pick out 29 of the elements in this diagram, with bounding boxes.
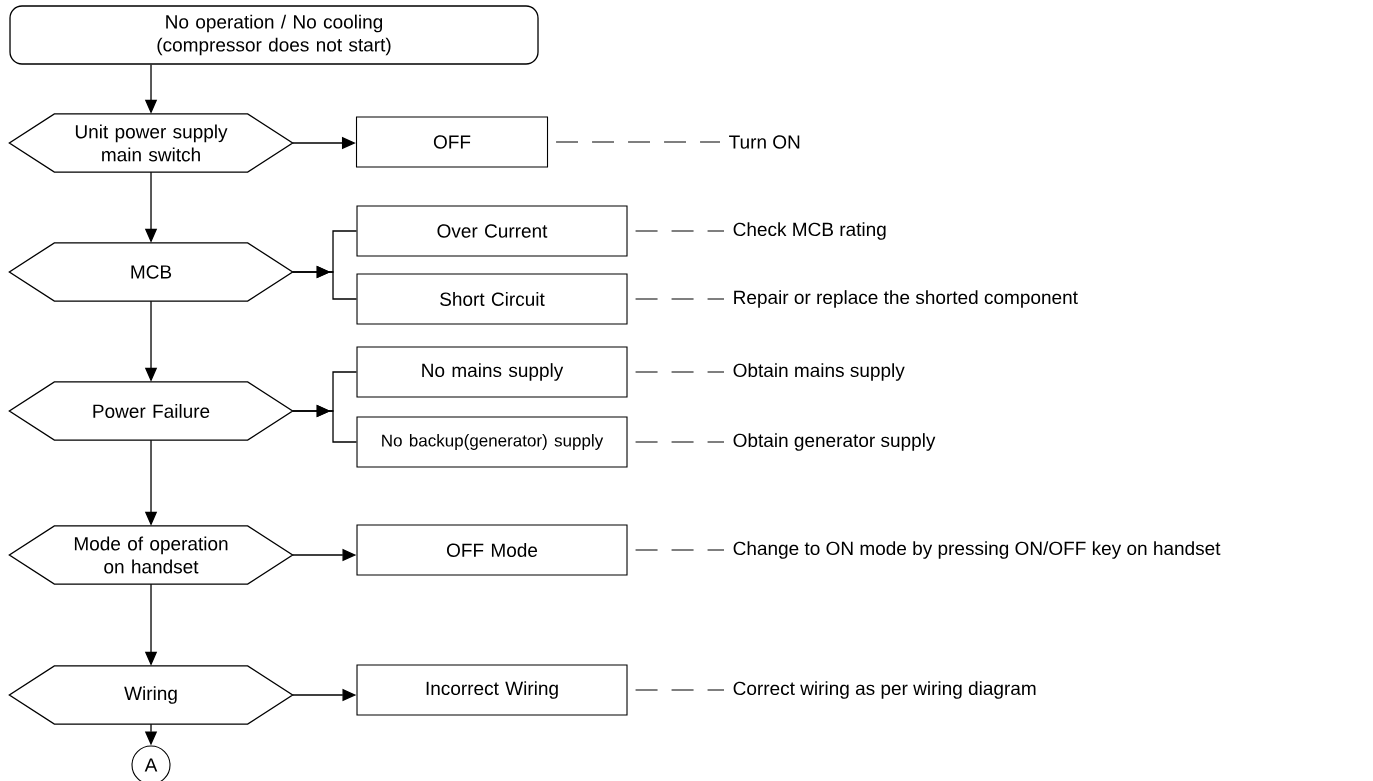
cause-box: Over Current xyxy=(356,205,628,257)
cause-box: OFF xyxy=(355,116,549,168)
arrow xyxy=(292,404,358,443)
remedy-text: Change to ON mode by pressing ON/OFF key on handset xyxy=(733,541,1221,559)
leader-line xyxy=(634,371,725,373)
cause-box: OFF Mode xyxy=(356,524,628,576)
decision-hexagon: Wiring xyxy=(8,665,294,725)
remedy-text: Check MCB rating xyxy=(733,222,886,240)
remedy-text: Repair or replace the shorted component xyxy=(734,290,1078,308)
start-box: No operation / No cooling (compressor does not start) xyxy=(9,5,539,65)
decision-hexagon: Power Failure xyxy=(8,381,294,441)
cause-box: Incorrect Wiring xyxy=(356,664,628,716)
remedy-text: Obtain generator supply xyxy=(733,433,936,451)
leader-line xyxy=(555,141,721,143)
leader-line xyxy=(634,441,725,443)
leader-line xyxy=(634,549,725,551)
decision-hexagon: Unit power supply main switch xyxy=(8,113,294,173)
decision-hexagon: Mode of operation on handset xyxy=(8,525,294,585)
cause-box: Short Circuit xyxy=(356,273,628,325)
leader-line xyxy=(634,298,725,300)
decision-hexagon: MCB xyxy=(8,242,294,302)
cause-box: No mains supply xyxy=(356,346,628,398)
arrow xyxy=(292,265,358,300)
cause-box: No backup(generator) supply xyxy=(356,416,628,468)
remedy-text: Turn ON xyxy=(729,135,800,149)
remedy-text: Correct wiring as per wiring diagram xyxy=(733,681,1036,699)
leader-line xyxy=(634,230,725,232)
remedy-text: Obtain mains supply xyxy=(733,363,905,381)
leader-line xyxy=(634,689,725,691)
